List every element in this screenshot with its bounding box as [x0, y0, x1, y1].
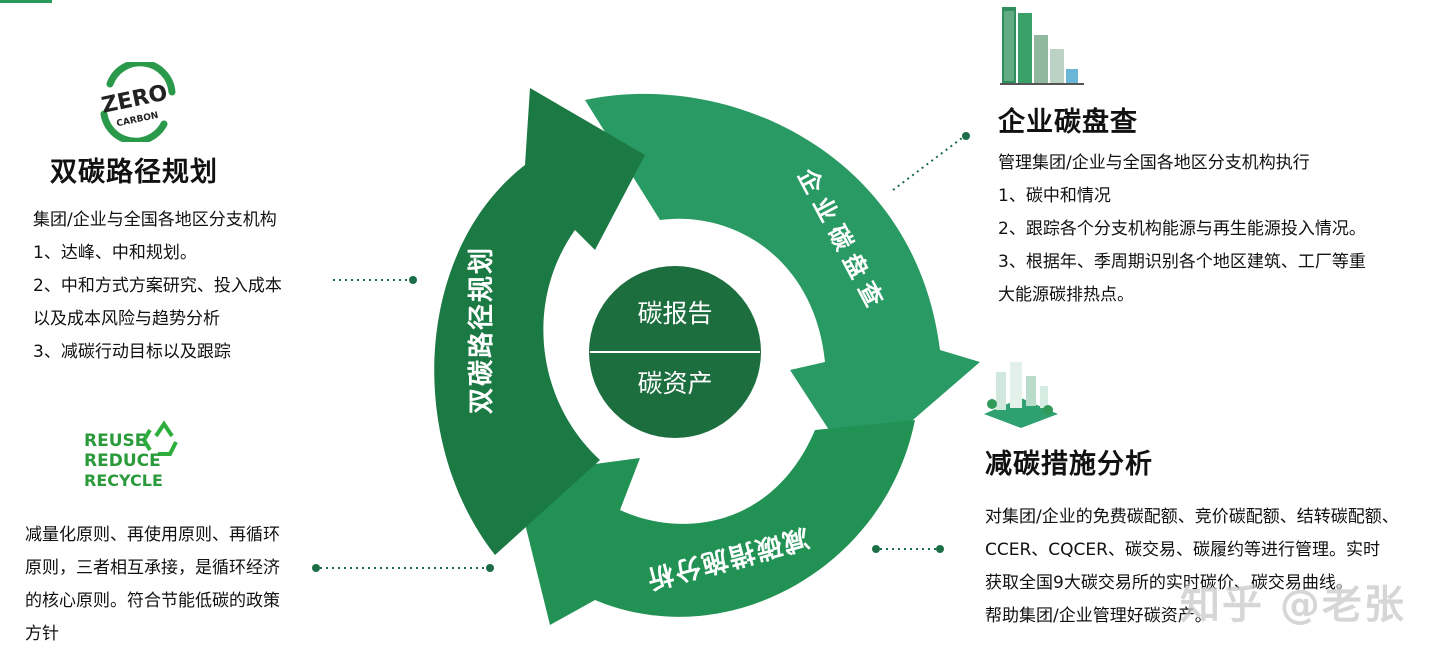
- carbon-inventory-title: 企业碳盘查: [998, 107, 1138, 138]
- carbon-reduction-line: CCER、CQCER、碳交易、碳履约等进行管理。实时: [985, 540, 1380, 560]
- recycle-icon: REUSE REDUCE RECYCLE: [84, 420, 178, 490]
- connector-dot: [312, 564, 320, 572]
- connector-dot: [936, 545, 944, 553]
- carbon-reduction-line: 帮助集团/企业管理好碳资产。: [985, 606, 1212, 626]
- carbon-inventory-line: 管理集团/企业与全国各地区分支机构执行: [998, 153, 1310, 173]
- carbon-inventory-line: 大能源碳排热点。: [998, 285, 1134, 305]
- zero-carbon-icon: ZERO CARBON: [99, 59, 176, 145]
- cycle-diagram: 碳报告 碳资产 双碳路径规划 企业碳盘查 减碳措施分析: [434, 88, 980, 625]
- reduce-text: REDUCE: [84, 451, 161, 471]
- cycle-arrow-left: [434, 88, 645, 555]
- carbon-path-line: 以及成本风险与趋势分析: [33, 309, 220, 329]
- recycle-line: 原则，三者相互承接，是循环经济: [25, 558, 280, 578]
- carbon-inventory-line: 1、碳中和情况: [998, 186, 1111, 206]
- recycle-description: 减量化原则、再使用原则、再循环 原则，三者相互承接，是循环经济 的核心原则。符合…: [25, 523, 325, 655]
- reuse-text: REUSE: [84, 431, 146, 451]
- top-accent-bar: [0, 0, 52, 3]
- carbon-inventory-line: 3、根据年、季周期识别各个地区建筑、工厂等重: [998, 252, 1366, 272]
- recycle-text: RECYCLE: [84, 471, 163, 490]
- carbon-path-line: 2、中和方式方案研究、投入成本: [33, 276, 282, 296]
- carbon-asset-label: 碳资产: [637, 369, 712, 398]
- connector-line: [892, 137, 963, 191]
- carbon-inventory-description: 管理集团/企业与全国各地区分支机构执行 1、碳中和情况 2、跟踪各个分支机构能源…: [998, 151, 1428, 316]
- carbon-path-description: 集团/企业与全国各地区分支机构 1、达峰、中和规划。 2、中和方式方案研究、投入…: [33, 208, 333, 373]
- recycle-line: 的核心原则。符合节能低碳的政策: [25, 591, 280, 611]
- carbon-reduction-line: 对集团/企业的免费碳配额、竞价碳配额、结转碳配额、: [985, 507, 1399, 527]
- carbon-report-label: 碳报告: [637, 299, 712, 328]
- connector-dot: [872, 545, 880, 553]
- reuse-reduce-recycle-logo: REUSE REDUCE RECYCLE: [84, 416, 184, 490]
- connector-dot: [486, 564, 494, 572]
- carbon-reduction-line: 获取全国9大碳交易所的实时碳价、碳交易曲线。: [985, 573, 1353, 593]
- green-city-icon: [982, 352, 1060, 428]
- recycle-line: 减量化原则、再使用原则、再循环: [25, 525, 280, 545]
- connector-dot: [409, 276, 417, 284]
- carbon-inventory-line: 2、跟踪各个分支机构能源与再生能源投入情况。: [998, 219, 1366, 239]
- cycle-arrow-right: [585, 93, 980, 470]
- recycle-line: 方针: [25, 624, 59, 644]
- carbon-reduction-description: 对集团/企业的免费碳配额、竞价碳配额、结转碳配额、 CCER、CQCER、碳交易…: [985, 505, 1435, 637]
- carbon-reduction-title: 减碳措施分析: [985, 449, 1153, 480]
- connector-dot: [962, 132, 970, 140]
- buildings-icon: [1000, 5, 1086, 87]
- carbon-path-line: 集团/企业与全国各地区分支机构: [33, 210, 277, 230]
- carbon-path-line: 1、达峰、中和规划。: [33, 243, 197, 263]
- carbon-path-title: 双碳路径规划: [50, 157, 218, 188]
- carbon-path-line: 3、减碳行动目标以及跟踪: [33, 342, 231, 362]
- carbon-path-arrow-label: 双碳路径规划: [466, 246, 497, 414]
- cycle-arrow-bottom: [513, 420, 915, 625]
- zero-carbon-logo: ZERO CARBON: [92, 59, 182, 145]
- watermark: 知乎 @老张: [1180, 582, 1406, 628]
